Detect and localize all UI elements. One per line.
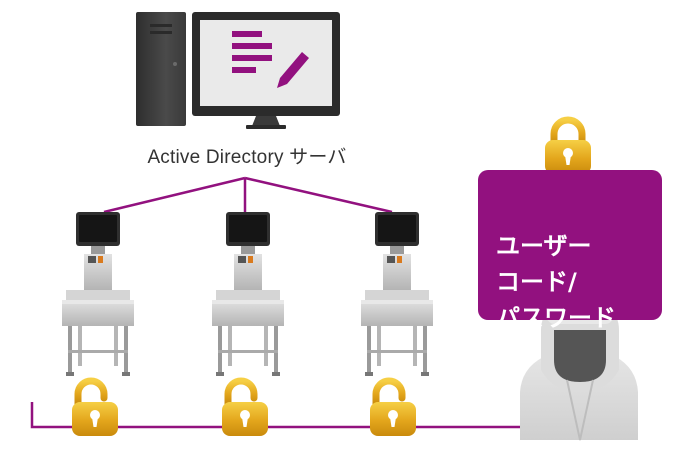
checkweigher-3 xyxy=(361,212,433,376)
machine-bus-line xyxy=(30,402,520,429)
locked-padlock-icon xyxy=(545,120,591,174)
server-link-left xyxy=(103,176,246,214)
document-edit-icon xyxy=(232,31,309,88)
server-label: Active Directory サーバ xyxy=(147,147,347,168)
checkweigher-2 xyxy=(212,212,284,376)
unlocked-padlock-icon xyxy=(222,381,268,436)
credentials-box: ユーザー コード/ パスワード xyxy=(478,170,662,332)
server-link-right xyxy=(244,176,393,214)
credentials-text: ユーザー コード/ パスワード xyxy=(496,232,616,332)
network-lines xyxy=(30,176,520,429)
pc-tower xyxy=(136,12,186,126)
unlocked-padlock-icon xyxy=(370,381,416,436)
monitor xyxy=(192,12,340,129)
unlocked-padlock-icon xyxy=(72,381,118,436)
checkweigher-1 xyxy=(62,212,134,376)
server-computer xyxy=(136,12,340,129)
